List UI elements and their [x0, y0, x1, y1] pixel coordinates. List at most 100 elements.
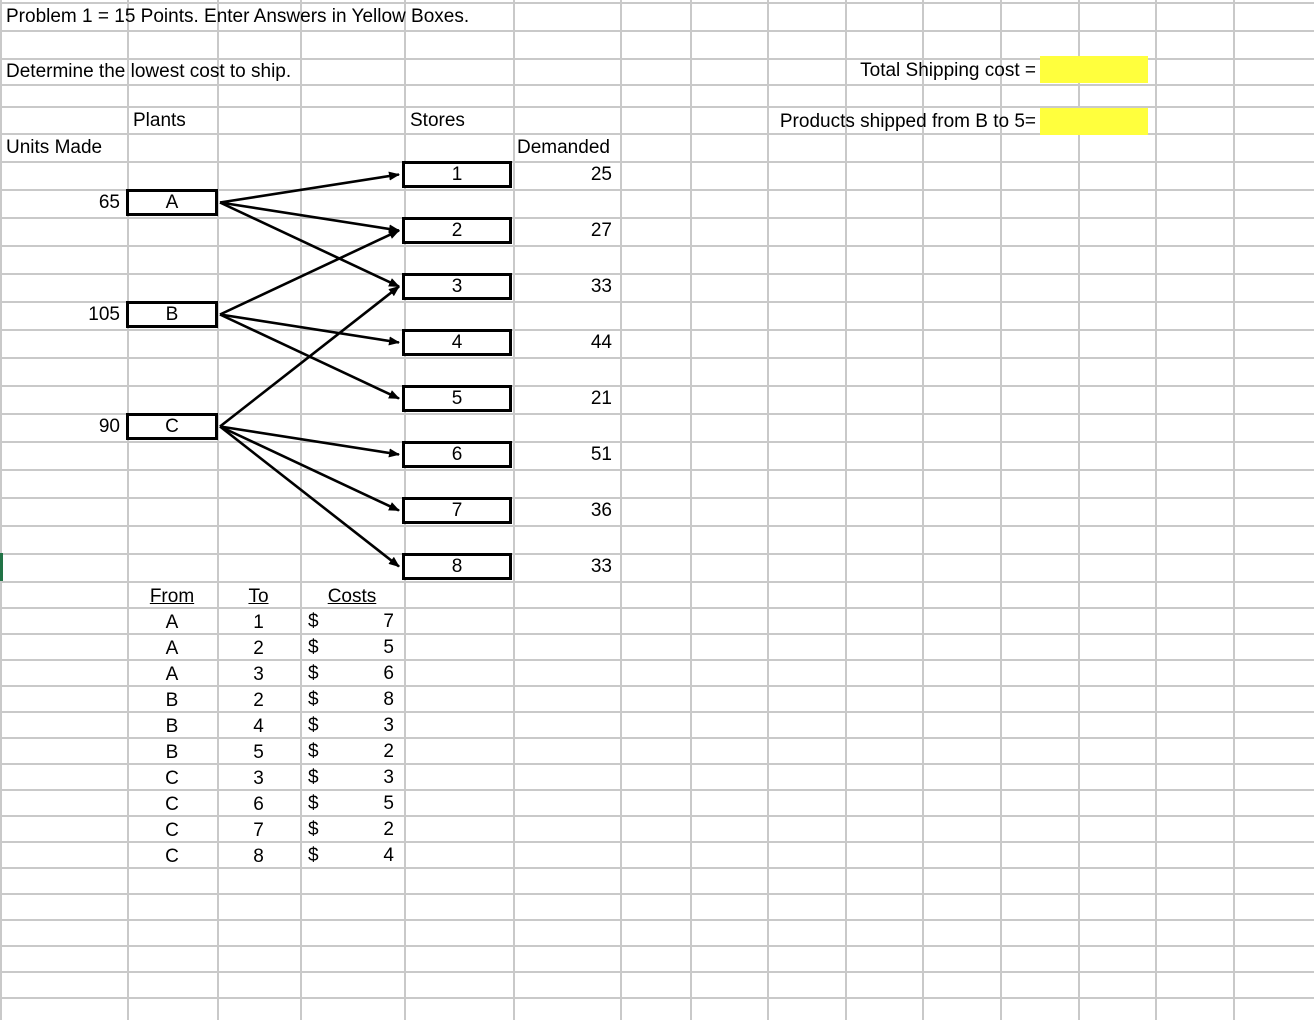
plant-node-b[interactable]: B [126, 301, 218, 328]
gridline-horizontal [0, 217, 1314, 219]
gridline-vertical [1155, 0, 1157, 1020]
store-demand-3: 33 [590, 276, 612, 297]
gridline-horizontal [0, 106, 1314, 108]
store-demand-8: 33 [590, 556, 612, 577]
cost-table-header-to: To [248, 585, 269, 607]
stores-header: Stores [410, 109, 465, 131]
cost-row-to: 8 [253, 845, 264, 867]
gridline-horizontal [0, 357, 1314, 359]
units-made-header: Units Made [6, 136, 103, 158]
products-b-to-5-label: Products shipped from B to 5= [779, 110, 1036, 132]
cost-row-to: 2 [253, 689, 264, 711]
currency-symbol: $ [308, 819, 319, 840]
cost-row-amount: $5 [300, 635, 404, 661]
cost-value: 2 [383, 741, 394, 762]
store-node-4[interactable]: 4 [402, 329, 512, 356]
gridline-horizontal [0, 763, 1314, 765]
gridline-horizontal [0, 841, 1314, 843]
store-demand-7: 36 [590, 500, 612, 521]
store-node-5[interactable]: 5 [402, 385, 512, 412]
gridline-horizontal [0, 84, 1314, 86]
store-node-6[interactable]: 6 [402, 441, 512, 468]
plant-units-b: 105 [88, 304, 120, 325]
gridline-vertical [513, 0, 515, 1020]
gridline-horizontal [0, 497, 1314, 499]
total-shipping-cost-label: Total Shipping cost = [860, 59, 1036, 81]
cell-selection-marker [0, 553, 3, 581]
gridline-horizontal [0, 919, 1314, 921]
store-node-2[interactable]: 2 [402, 217, 512, 244]
cost-row-amount: $8 [300, 687, 404, 713]
cost-row-amount: $4 [300, 843, 404, 869]
gridline-horizontal [0, 893, 1314, 895]
gridline-vertical [0, 0, 2, 1020]
cost-value: 4 [383, 845, 394, 866]
store-demand-5: 21 [590, 388, 612, 409]
currency-symbol: $ [308, 741, 319, 762]
plant-node-a[interactable]: A [126, 189, 218, 216]
gridline-horizontal [0, 659, 1314, 661]
cost-row-from: A [165, 663, 179, 685]
cost-row-amount: $7 [300, 609, 404, 635]
cost-row-from: B [165, 689, 179, 711]
store-node-8[interactable]: 8 [402, 553, 512, 580]
total-shipping-cost-input[interactable] [1040, 56, 1148, 83]
demanded-header: Demanded [517, 136, 610, 158]
cost-value: 6 [383, 663, 394, 684]
gridline-horizontal [0, 58, 1314, 60]
cost-row-amount: $5 [300, 791, 404, 817]
plant-node-c[interactable]: C [126, 413, 218, 440]
store-node-1[interactable]: 1 [402, 161, 512, 188]
gridline-vertical [127, 0, 129, 1020]
cost-row-from: C [165, 767, 179, 789]
cost-row-amount: $6 [300, 661, 404, 687]
cost-value: 8 [383, 689, 394, 710]
gridline-horizontal [0, 789, 1314, 791]
gridline-horizontal [0, 441, 1314, 443]
gridline-vertical [620, 0, 622, 1020]
instruction-text: Determine the lowest cost to ship. [6, 60, 292, 82]
cost-row-to: 3 [253, 767, 264, 789]
gridline-vertical [690, 0, 692, 1020]
plant-units-c: 90 [98, 416, 120, 437]
store-node-3[interactable]: 3 [402, 273, 512, 300]
store-node-7[interactable]: 7 [402, 497, 512, 524]
products-b-to-5-input[interactable] [1040, 108, 1148, 135]
gridline-horizontal [0, 553, 1314, 555]
gridline-horizontal [0, 273, 1314, 275]
currency-symbol: $ [308, 689, 319, 710]
cost-table-header-from: From [149, 585, 195, 607]
cost-value: 5 [383, 793, 394, 814]
plants-header: Plants [133, 109, 186, 131]
gridline-horizontal [0, 607, 1314, 609]
cost-value: 2 [383, 819, 394, 840]
gridline-horizontal [0, 525, 1314, 527]
cost-row-amount: $3 [300, 713, 404, 739]
gridline-horizontal [0, 737, 1314, 739]
currency-symbol: $ [308, 637, 319, 658]
gridline-vertical [845, 0, 847, 1020]
gridline-horizontal [0, 867, 1314, 869]
cost-row-from: A [165, 611, 179, 633]
gridline-horizontal [0, 971, 1314, 973]
gridline-horizontal [0, 815, 1314, 817]
plant-units-a: 65 [98, 192, 120, 213]
cost-table-header-costs: Costs [327, 585, 377, 607]
gridline-horizontal [0, 301, 1314, 303]
gridline-horizontal [0, 329, 1314, 331]
gridline-horizontal [0, 945, 1314, 947]
currency-symbol: $ [308, 611, 319, 632]
gridline-horizontal [0, 413, 1314, 415]
gridline-horizontal [0, 997, 1314, 999]
gridline-horizontal [0, 385, 1314, 387]
cost-value: 3 [383, 715, 394, 736]
store-demand-6: 51 [590, 444, 612, 465]
gridline-horizontal [0, 581, 1314, 583]
gridline-horizontal [0, 469, 1314, 471]
gridline-horizontal [0, 133, 1314, 135]
currency-symbol: $ [308, 715, 319, 736]
gridline-horizontal [0, 161, 1314, 163]
gridline-horizontal [0, 189, 1314, 191]
cost-row-to: 4 [253, 715, 264, 737]
